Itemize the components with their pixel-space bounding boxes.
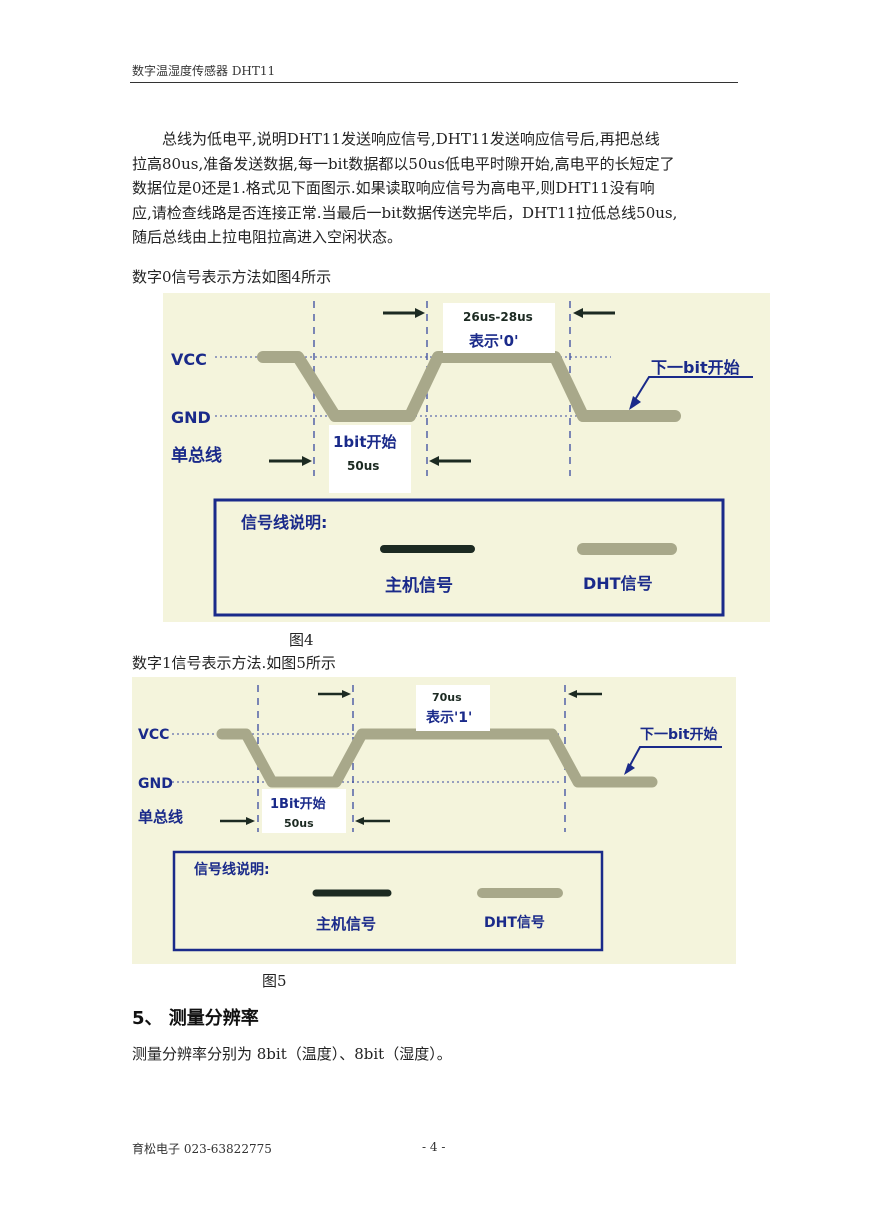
paragraph-line: 拉高80us,准备发送数据,每一bit数据都以50us低电平时隙开始,高电平的长…	[132, 154, 675, 173]
legend-title: 信号线说明:	[241, 513, 327, 532]
fig5-caption: 图5	[262, 972, 287, 990]
high-time-label-bg	[443, 303, 555, 353]
legend-box	[172, 850, 604, 952]
high-time-label-bg	[416, 685, 490, 731]
legend-host-label: 主机信号	[316, 915, 376, 933]
figure-5: VCC GND 单总线 70us 表示'1' 下一bit开始 1Bit开始 50…	[132, 677, 736, 964]
dht-waveform	[257, 351, 681, 422]
low-arrowhead-right	[355, 817, 364, 825]
bit-start-label-bg	[262, 789, 346, 833]
legend-dht-label: DHT信号	[583, 574, 653, 593]
vcc-label: VCC	[138, 727, 169, 743]
gnd-label: GND	[138, 776, 173, 792]
next-bit-arrowhead	[629, 396, 641, 410]
high-time-label: 26us-28us	[463, 310, 533, 324]
high-arrowhead-right	[568, 690, 577, 698]
bus-label: 单总线	[171, 445, 222, 466]
legend-host-label: 主机信号	[385, 575, 453, 596]
section-body: 测量分辨率分别为 8bit（温度）、8bit（湿度）。	[132, 1045, 452, 1063]
bit-start-label: 1bit开始	[333, 433, 397, 451]
bit-meaning-label: 表示'0'	[469, 332, 519, 350]
paragraph-line: 随后总线由上拉电阻拉高进入空闲状态。	[132, 228, 403, 246]
figure-5-diagram: VCC GND 单总线 70us 表示'1' 下一bit开始 1Bit开始 50…	[138, 685, 722, 952]
gnd-label: GND	[171, 408, 211, 427]
bit-start-label: 1Bit开始	[270, 796, 326, 812]
paragraph-line: 数据位是0还是1.格式见下面图示.如果读取响应信号为高电平,则DHT11没有响	[132, 179, 655, 197]
figure-4-diagram: VCC GND 单总线 26us-28us 表示'0' 下一bit开始 1bit…	[171, 301, 753, 617]
legend-title: 信号线说明:	[194, 861, 270, 878]
legend-dht-label: DHT信号	[484, 914, 545, 931]
footer-company: 育松电子 023-63822775	[132, 1142, 272, 1156]
next-bit-label: 下一bit开始	[651, 358, 740, 377]
high-time-label: 70us	[432, 691, 462, 704]
dht-waveform	[216, 728, 658, 788]
section-title: 5、 测量分辨率	[132, 1008, 259, 1029]
figure-4: VCC GND 单总线 26us-28us 表示'0' 下一bit开始 1bit…	[163, 293, 770, 622]
next-bit-arrowhead	[624, 763, 635, 775]
fig4-intro: 数字0信号表示方法如图4所示	[132, 268, 332, 286]
fig5-intro: 数字1信号表示方法.如图5所示	[132, 654, 336, 672]
low-time-label: 50us	[284, 817, 314, 830]
high-arrowhead-left	[342, 690, 351, 698]
legend-box	[213, 498, 725, 617]
page-header: 数字温湿度传感器 DHT11	[132, 64, 276, 78]
low-arrowhead-left	[302, 456, 312, 466]
paragraph-line: 总线为低电平,说明DHT11发送响应信号,DHT11发送响应信号后,再把总线	[132, 130, 660, 148]
next-bit-pointer	[632, 376, 753, 404]
low-arrowhead-right	[429, 456, 439, 466]
high-arrowhead-left	[415, 308, 425, 318]
next-bit-pointer	[627, 746, 722, 770]
body-paragraph: 总线为低电平,说明DHT11发送响应信号,DHT11发送响应信号后,再把总线 拉…	[132, 127, 744, 250]
paragraph-line: 应,请检查线路是否连接正常.当最后一bit数据传送完毕后，DHT11拉低总线50…	[132, 203, 678, 222]
high-arrowhead-right	[573, 308, 583, 318]
low-arrowhead-left	[246, 817, 255, 825]
page-number: - 4 -	[422, 1140, 446, 1154]
fig4-caption: 图4	[289, 631, 314, 649]
bit-start-label-bg	[329, 425, 411, 493]
low-time-label: 50us	[347, 459, 379, 473]
bit-meaning-label: 表示'1'	[425, 709, 472, 726]
next-bit-label: 下一bit开始	[640, 726, 718, 743]
bus-label: 单总线	[138, 808, 183, 826]
vcc-label: VCC	[171, 350, 207, 369]
header-rule	[130, 82, 738, 83]
